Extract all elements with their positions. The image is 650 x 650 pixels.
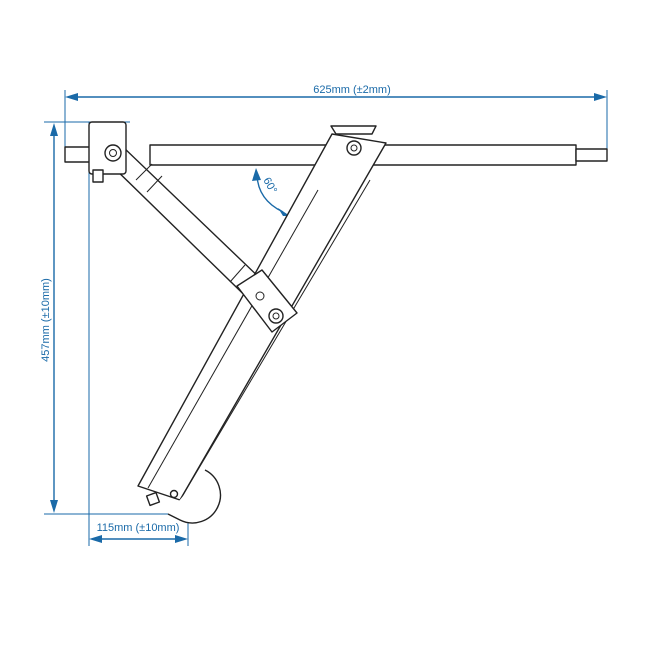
foot-pad <box>167 469 222 524</box>
width-dimension <box>65 93 607 101</box>
strut-clamp <box>236 269 298 333</box>
mounting-bracket <box>88 121 127 183</box>
angle-label: 60° <box>260 176 279 196</box>
height-dimension <box>50 123 58 513</box>
height-label: 457mm (±10mm) <box>40 278 52 362</box>
width-label: 625mm (±2mm) <box>313 84 391 96</box>
offset-dimension <box>89 535 188 543</box>
offset-label: 115mm (±10mm) <box>97 522 180 534</box>
angle-indicator <box>252 168 290 216</box>
foot-bolt <box>145 491 161 507</box>
